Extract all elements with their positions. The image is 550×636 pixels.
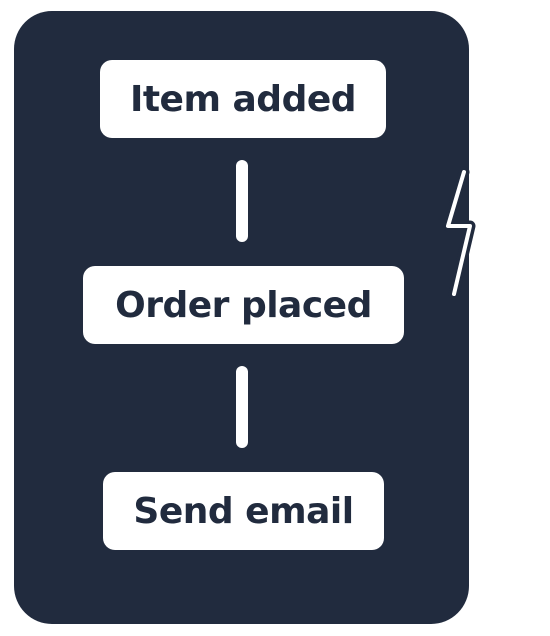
step-item-added: Item added: [100, 60, 386, 138]
connector-line: [236, 160, 248, 242]
step-label: Item added: [129, 78, 357, 120]
lightning-bolt-icon: [442, 166, 476, 300]
step-label: Send email: [133, 490, 354, 532]
step-send-email: Send email: [103, 472, 384, 550]
connector-line: [236, 366, 248, 448]
step-label: Order placed: [115, 284, 372, 326]
flow-card: Item added Order placed Send email: [14, 11, 469, 624]
step-order-placed: Order placed: [83, 266, 404, 344]
